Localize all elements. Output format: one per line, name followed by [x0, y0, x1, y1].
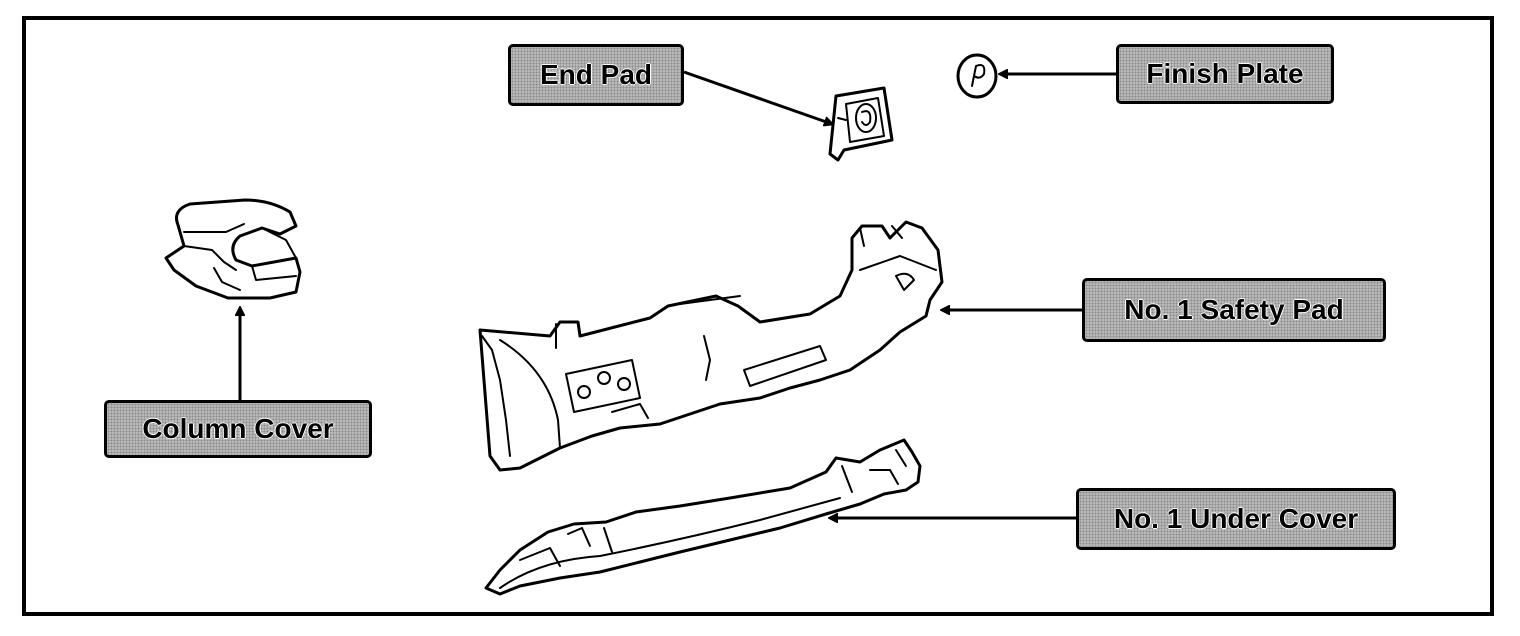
under-cover-part [484, 438, 922, 596]
finish-plate-part [956, 53, 998, 99]
finish-plate-label: Finish Plate [1116, 44, 1334, 104]
column-cover-label: Column Cover [104, 400, 372, 458]
end-pad-label: End Pad [508, 44, 684, 106]
end-pad-part [828, 86, 894, 162]
column-cover-part [164, 198, 302, 300]
under-cover-label: No. 1 Under Cover [1076, 488, 1396, 550]
safety-pad-part [478, 220, 944, 472]
safety-pad-label: No. 1 Safety Pad [1082, 278, 1386, 342]
end-pad-leader [683, 70, 832, 124]
